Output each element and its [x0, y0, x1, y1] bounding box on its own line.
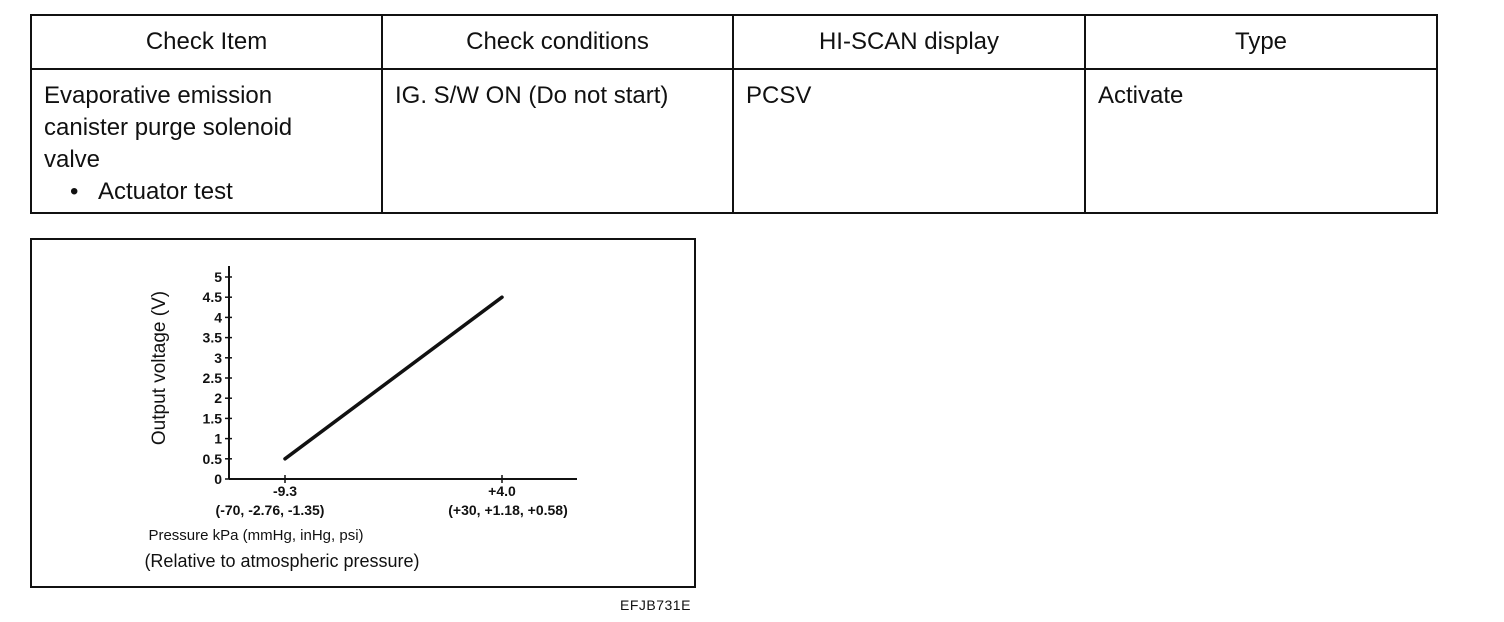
x-axis-label: Pressure kPa (mmHg, inHg, psi) [148, 527, 363, 544]
series-line [283, 295, 504, 461]
table-header-row: Check Item Check conditions HI-SCAN disp… [30, 14, 1438, 70]
x-axis-note: (Relative to atmospheric pressure) [144, 551, 419, 571]
table-row: Evaporative emission canister purge sole… [30, 68, 1438, 214]
y-tick-label: 1.5 [203, 410, 223, 426]
check-item-line: Evaporative emission [44, 82, 273, 109]
series-group [283, 295, 504, 461]
y-tick-label: 2.5 [203, 370, 223, 386]
x-tick-label: -9.3 [273, 483, 297, 499]
x-tick-sublabel: (-70, -2.76, -1.35) [216, 502, 325, 518]
cell-type: Activate [1084, 68, 1438, 214]
type-text: Activate [1098, 82, 1184, 109]
hiscan-display-text: PCSV [746, 82, 812, 109]
cell-check-conditions: IG. S/W ON (Do not start) [381, 68, 734, 214]
y-tick-label: 0 [214, 471, 222, 487]
bullet-icon: • [70, 178, 79, 205]
y-tick-label: 2 [214, 390, 222, 406]
y-tick-label: 3 [214, 350, 222, 366]
graph-frame: Output voltage (V) 0 0.5 1 1.5 2 2.5 3 3.5 4 4.5 5… [30, 238, 696, 588]
voltage-pressure-chart: Output voltage (V) 0 0.5 1 1.5 2 2.5 3 3.5 4 4.5 5… [144, 266, 577, 571]
x-tick-label: +4.0 [488, 483, 516, 499]
y-tick-group: 0 0.5 1 1.5 2 2.5 3 3.5 4 4.5 5 [203, 269, 232, 487]
spec-table: Check Item Check conditions HI-SCAN disp… [30, 14, 1438, 214]
check-conditions-text: IG. S/W ON (Do not start) [395, 82, 669, 109]
check-item-bullet-text: Actuator test [98, 178, 233, 205]
x-tick-sublabel: (+30, +1.18, +0.58) [448, 502, 567, 518]
header-check-item: Check Item [30, 14, 383, 70]
y-tick-label: 4 [214, 309, 222, 325]
figure-code: EFJB731E [620, 597, 691, 613]
cell-hiscan-display: PCSV [732, 68, 1086, 214]
y-tick-label: 0.5 [203, 451, 223, 467]
x-tick-group: -9.3 (-70, -2.76, -1.35) +4.0 (+30, +1.18, … [216, 475, 568, 518]
y-tick-label: 4.5 [203, 289, 223, 305]
y-tick-label: 1 [214, 431, 222, 447]
check-item-line: valve [44, 146, 101, 173]
check-item-bullet: • Actuator test [44, 176, 369, 208]
y-axis-label: Output voltage (V) [149, 291, 170, 445]
y-tick-label: 5 [214, 269, 222, 285]
header-hiscan-display: HI-SCAN display [732, 14, 1086, 70]
check-item-line: canister purge solenoid [44, 114, 293, 141]
header-check-conditions: Check conditions [381, 14, 734, 70]
cell-check-item: Evaporative emission canister purge sole… [30, 68, 383, 214]
y-tick-label: 3.5 [203, 330, 223, 346]
header-type: Type [1084, 14, 1438, 70]
